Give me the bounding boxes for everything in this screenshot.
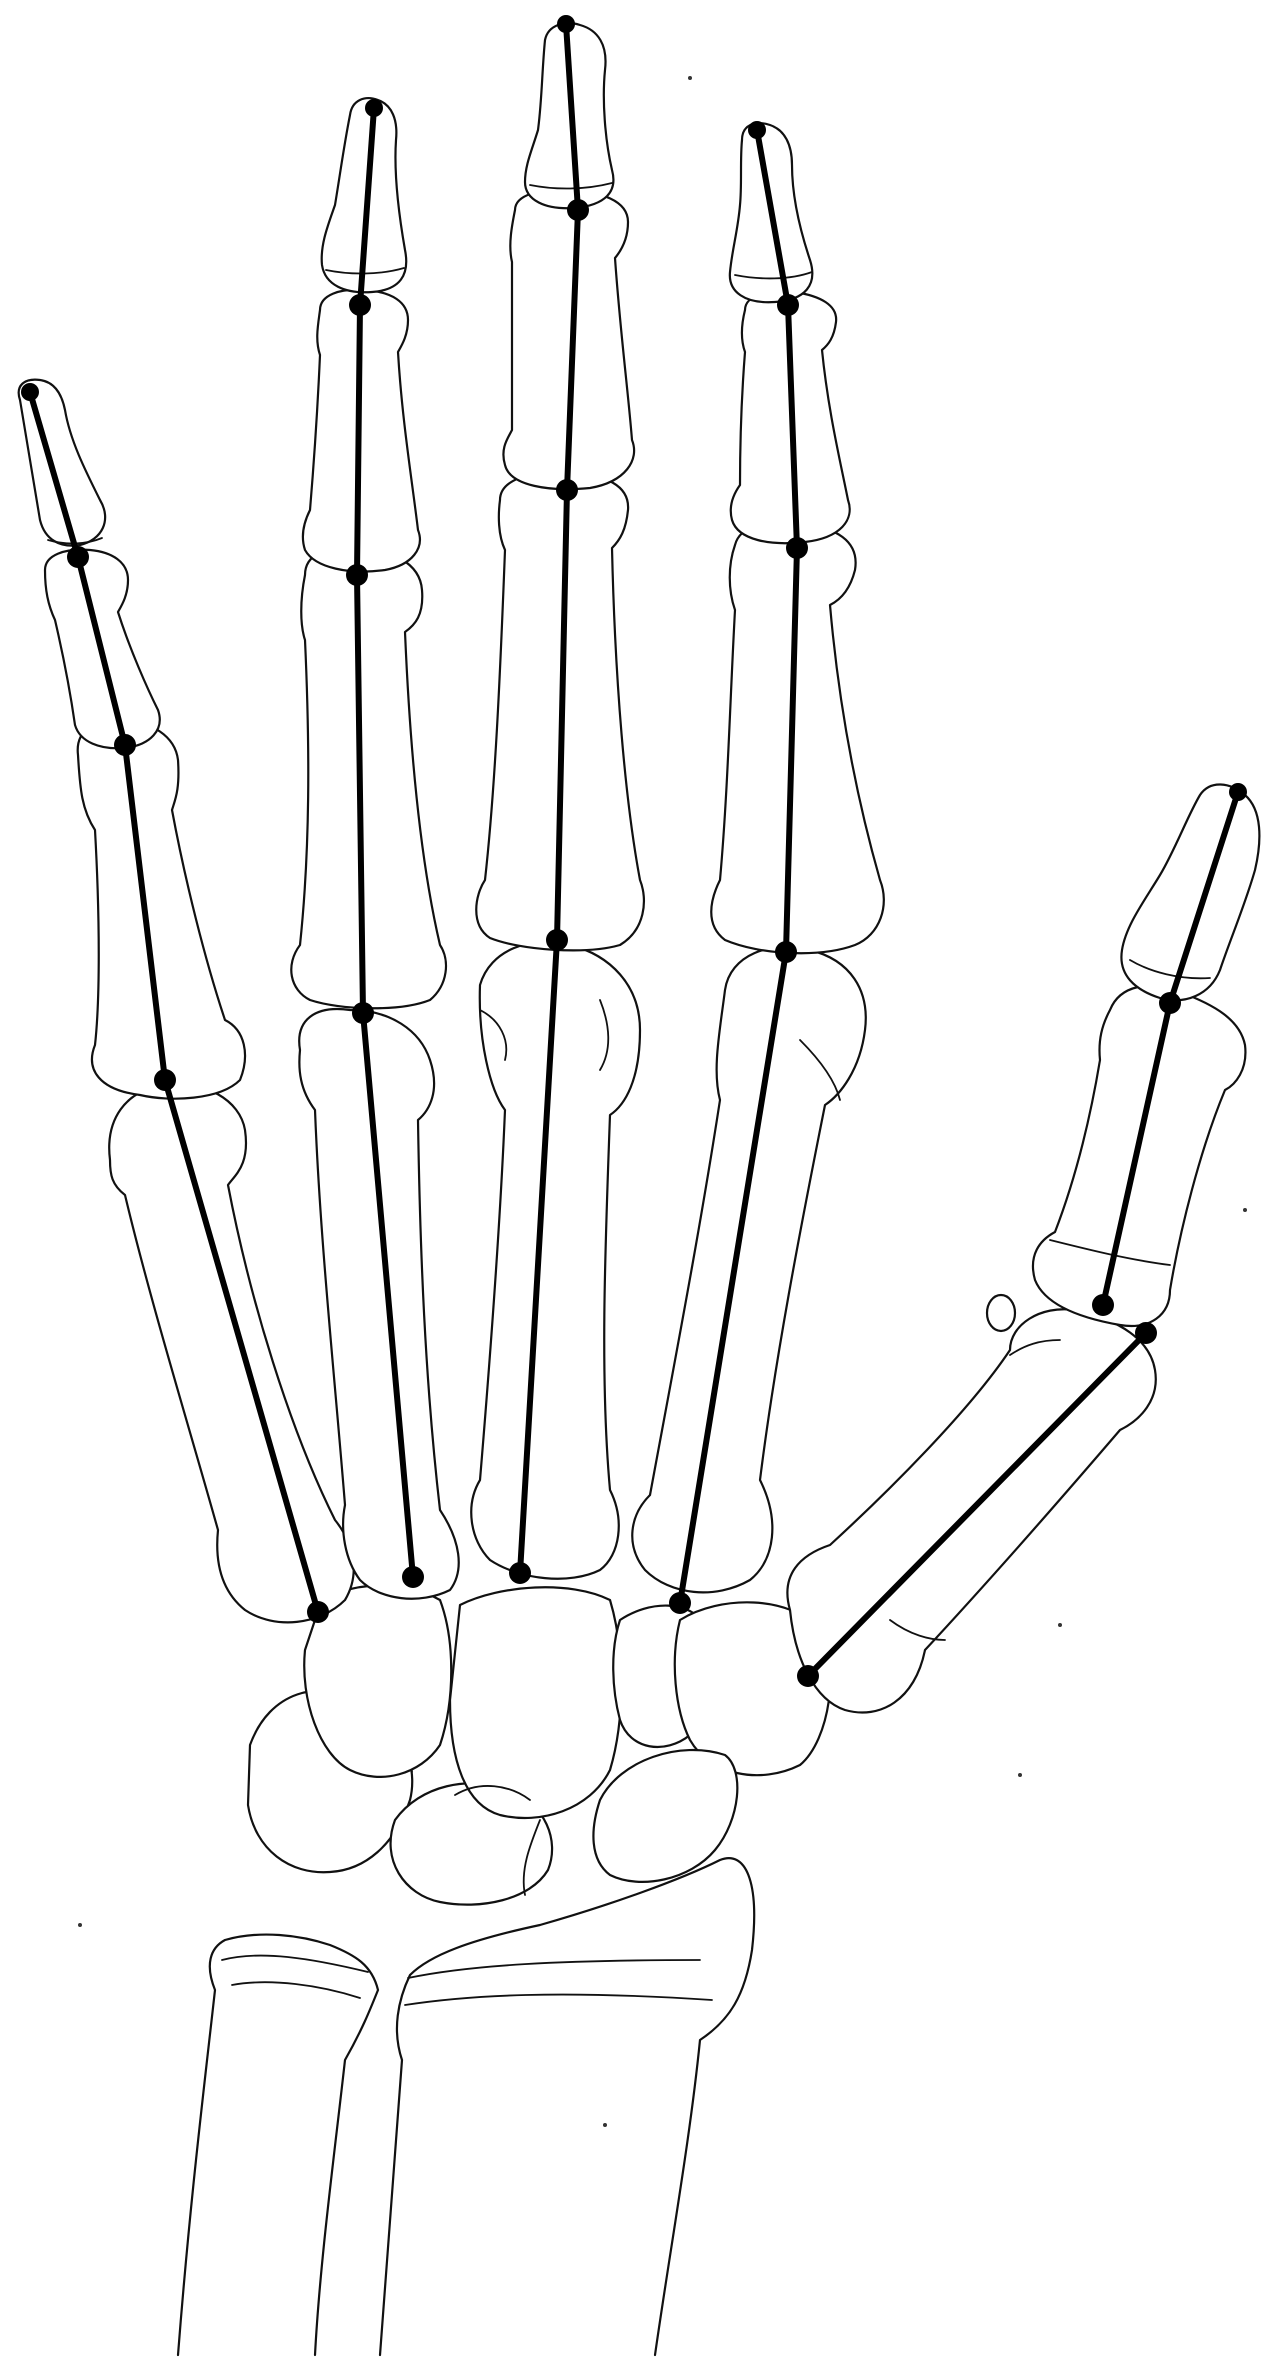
speck bbox=[1018, 1773, 1022, 1777]
index-finger-pip-joint-marker bbox=[786, 537, 808, 559]
index-finger-fingertip-joint-marker bbox=[748, 121, 766, 139]
middle-finger-fingertip-joint-marker bbox=[557, 15, 575, 33]
capitate bbox=[450, 1587, 621, 1818]
middle-finger-mcp-joint-marker bbox=[546, 929, 568, 951]
ulna-bone bbox=[178, 1935, 378, 2355]
radius-bone bbox=[380, 1858, 754, 2355]
thumb-cmc-joint-marker bbox=[1135, 1322, 1157, 1344]
speck bbox=[78, 1923, 82, 1927]
little-finger-mcp-joint-marker bbox=[154, 1069, 176, 1091]
little-finger-dip-joint-marker bbox=[67, 546, 89, 568]
little-finger-pip-joint-marker bbox=[114, 734, 136, 756]
thumb-mcp-joint-marker bbox=[1092, 1294, 1114, 1316]
index-finger-mcp-joint-marker bbox=[775, 941, 797, 963]
thumb-ip-joint-marker bbox=[1159, 992, 1181, 1014]
ring-finger-dip-joint-marker bbox=[349, 294, 371, 316]
index-finger-cmc-joint-marker bbox=[669, 1592, 691, 1614]
sesamoid-bone bbox=[987, 1295, 1015, 1331]
thumb-fingertip-joint-marker bbox=[1229, 783, 1247, 801]
forearm-bones bbox=[178, 1858, 754, 2355]
speck bbox=[603, 2123, 607, 2127]
middle-finger-dip-joint-marker bbox=[567, 199, 589, 221]
proximal-phalanx-ring bbox=[291, 547, 446, 1008]
middle-finger-pip-joint-marker bbox=[556, 479, 578, 501]
distal-phalanges bbox=[19, 23, 1260, 1000]
metacarpal-middle bbox=[471, 942, 640, 1579]
speck bbox=[688, 76, 692, 80]
ring-finger-mcp-joint-marker bbox=[352, 1002, 374, 1024]
speck bbox=[1058, 1623, 1062, 1627]
proximal-phalanges bbox=[78, 472, 1246, 1326]
ring-finger-fingertip-joint-marker bbox=[365, 99, 383, 117]
ring-finger-pip-joint-marker bbox=[346, 564, 368, 586]
speck bbox=[1243, 1208, 1247, 1212]
metacarpal-index bbox=[632, 947, 865, 1592]
middle-finger-cmc-joint-marker bbox=[509, 1562, 531, 1584]
thumb-joint-4-joint-marker bbox=[797, 1665, 819, 1687]
little-finger-cmc-joint-marker bbox=[307, 1601, 329, 1623]
index-finger-dip-joint-marker bbox=[777, 294, 799, 316]
proximal-phalanx-thumb bbox=[1033, 986, 1245, 1326]
distal-phalanx-thumb bbox=[1121, 784, 1259, 1000]
ring-finger-cmc-joint-marker bbox=[402, 1566, 424, 1588]
thumb-axis-metacarpal bbox=[808, 1333, 1146, 1676]
carpal-bones bbox=[248, 1586, 830, 1905]
little-finger-fingertip-joint-marker bbox=[21, 383, 39, 401]
metacarpal-bones bbox=[109, 942, 1156, 1713]
